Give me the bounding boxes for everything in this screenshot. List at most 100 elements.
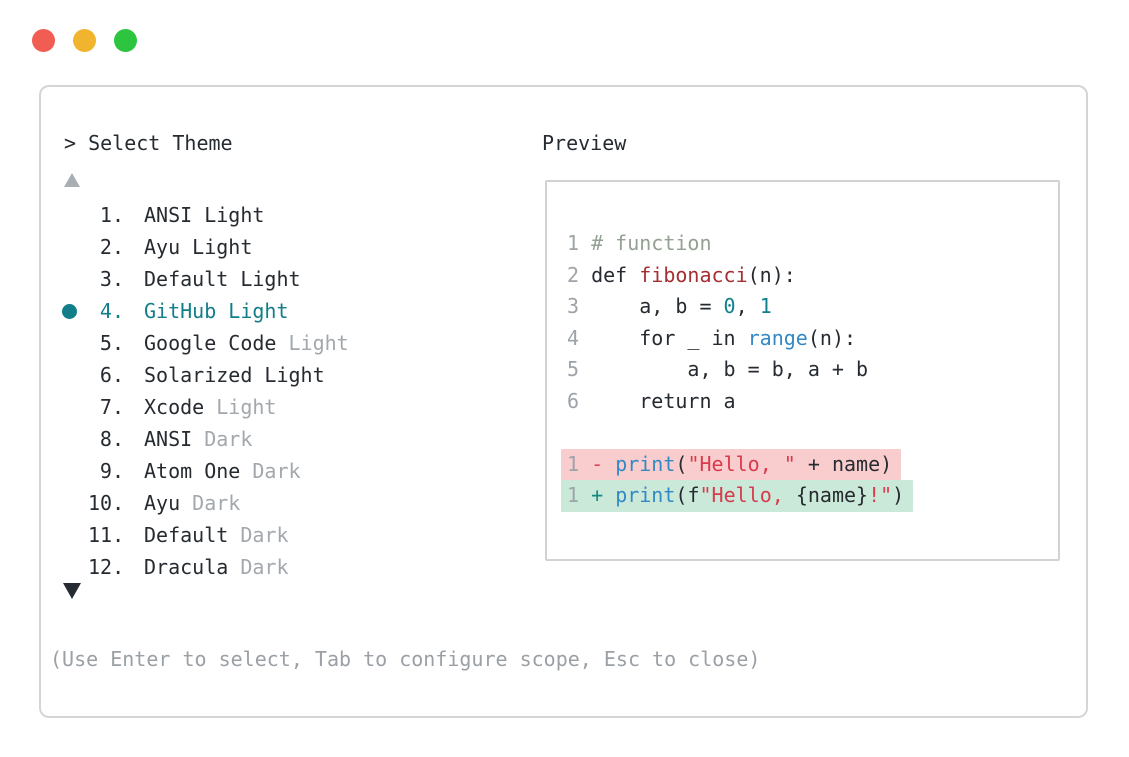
line-number: 4 — [567, 325, 592, 350]
theme-label: GitHub Light — [144, 299, 289, 323]
bullet-placeholder — [62, 272, 77, 287]
zoom-button[interactable] — [114, 29, 137, 52]
footer-hint: (Use Enter to select, Tab to configure s… — [50, 647, 761, 671]
code-line: 5 a, b = b, a + b — [567, 354, 913, 386]
theme-list-item[interactable]: 12. Dracula Dark — [50, 551, 349, 583]
theme-number: 6. — [99, 363, 124, 387]
scroll-up-icon[interactable] — [64, 173, 80, 187]
close-button[interactable] — [32, 29, 55, 52]
token-code: a, b = b, a + b — [591, 357, 869, 381]
diff-line-added: 1 + print(f"Hello, {name}!") — [561, 480, 914, 512]
theme-label-variant: Dark — [252, 459, 301, 483]
theme-label: Dracula Dark — [144, 555, 289, 579]
theme-label: Xcode Light — [144, 395, 277, 419]
diff-line-removed: 1 - print("Hello, " + name) — [561, 448, 913, 480]
theme-label: Google Code Light — [144, 331, 349, 355]
token-code: (n): — [807, 325, 857, 350]
token-str: "Hello, " — [687, 451, 796, 476]
theme-list-item[interactable]: 10. Ayu Dark — [50, 487, 349, 519]
token-call: print — [615, 451, 676, 476]
theme-list-item[interactable]: 11. Default Dark — [50, 519, 349, 551]
token-func: fibonacci — [639, 262, 748, 287]
dialog-title: > Select Theme — [64, 131, 233, 155]
bullet-placeholder — [62, 336, 77, 351]
token-str: "Hello, — [699, 483, 796, 507]
theme-label: ANSI Dark — [144, 427, 253, 451]
theme-list-item[interactable]: 2. Ayu Light — [50, 231, 349, 263]
theme-number: 12. — [88, 555, 125, 579]
theme-label-variant: Light — [288, 331, 349, 355]
theme-list-item[interactable]: 1. ANSI Light — [50, 199, 349, 231]
token-code: ) — [892, 483, 905, 507]
theme-label: Atom One Dark — [144, 459, 301, 483]
theme-list-item[interactable]: 3. Default Light — [50, 263, 349, 295]
bullet-placeholder — [62, 464, 77, 479]
bullet-placeholder — [62, 400, 77, 415]
token-plus: + — [591, 483, 616, 507]
token-code: for _ in — [591, 325, 748, 350]
token-code: (f — [675, 483, 700, 507]
theme-list-item[interactable]: 7. Xcode Light — [50, 391, 349, 423]
token-str: !" — [868, 483, 893, 507]
line-number: 1 — [567, 451, 592, 476]
line-number: 6 — [567, 388, 592, 413]
line-number: 1 — [567, 231, 592, 255]
code-line: 3 a, b = 0, 1 — [567, 291, 913, 323]
theme-number: 5. — [99, 331, 124, 355]
token-num: 1 — [759, 294, 772, 318]
diff-highlight: 1 + print(f"Hello, {name}!") — [561, 480, 914, 512]
theme-label: ANSI Light — [144, 203, 265, 227]
token-call: print — [615, 483, 676, 507]
code-line — [567, 417, 913, 449]
theme-number: 3. — [99, 267, 124, 291]
scroll-down-icon[interactable] — [63, 583, 81, 599]
selected-bullet-icon — [61, 303, 77, 319]
token-comment: # function — [591, 231, 712, 255]
diff-highlight: 1 - print("Hello, " + name) — [561, 448, 902, 480]
theme-label-variant: Dark — [240, 555, 289, 579]
line-number: 2 — [567, 262, 592, 287]
theme-list-item[interactable]: 9. Atom One Dark — [50, 455, 349, 487]
line-number: 5 — [567, 357, 592, 381]
theme-number: 10. — [88, 491, 125, 515]
theme-list: 1. ANSI Light 2. Ayu Light 3. Default Light 4.… — [50, 199, 349, 583]
theme-selector-dialog: > Select Theme Preview 1. ANSI Light 2. Ayu… — [39, 85, 1088, 718]
minimize-button[interactable] — [73, 29, 96, 52]
token-code: return a — [591, 388, 736, 413]
theme-list-item[interactable]: 6. Solarized Light — [50, 359, 349, 391]
bullet-placeholder — [62, 496, 77, 511]
code-line: 2 def fibonacci(n): — [567, 260, 913, 292]
theme-number: 9. — [99, 459, 124, 483]
theme-number: 4. — [99, 299, 124, 323]
theme-number: 1. — [99, 203, 124, 227]
theme-label: Ayu Light — [144, 235, 253, 259]
theme-number: 2. — [99, 235, 124, 259]
code-line: 4 for _ in range(n): — [567, 323, 913, 355]
bullet-placeholder — [62, 560, 77, 575]
theme-label: Default Light — [144, 267, 301, 291]
theme-label: Ayu Dark — [144, 491, 241, 515]
theme-number: 7. — [99, 395, 124, 419]
theme-label-variant: Light — [216, 395, 277, 419]
preview-label: Preview — [542, 131, 627, 155]
bullet-placeholder — [62, 432, 77, 447]
code-line: 6 return a — [567, 386, 913, 418]
theme-label: Solarized Light — [144, 363, 325, 387]
token-code: {name} — [795, 483, 869, 507]
theme-number: 8. — [99, 427, 124, 451]
code-line: 1 # function — [567, 228, 913, 260]
theme-number: 11. — [88, 523, 125, 547]
theme-label-variant: Dark — [240, 523, 289, 547]
line-number: 3 — [567, 294, 592, 318]
theme-label-variant: Dark — [192, 491, 241, 515]
theme-list-item[interactable]: 8. ANSI Dark — [50, 423, 349, 455]
theme-list-item[interactable]: 4. GitHub Light — [50, 295, 349, 327]
token-code: def — [591, 262, 640, 287]
token-call: range — [747, 325, 808, 350]
token-code: a, b = — [591, 294, 724, 318]
theme-label: Default Dark — [144, 523, 289, 547]
bullet-placeholder — [62, 528, 77, 543]
theme-list-item[interactable]: 5. Google Code Light — [50, 327, 349, 359]
